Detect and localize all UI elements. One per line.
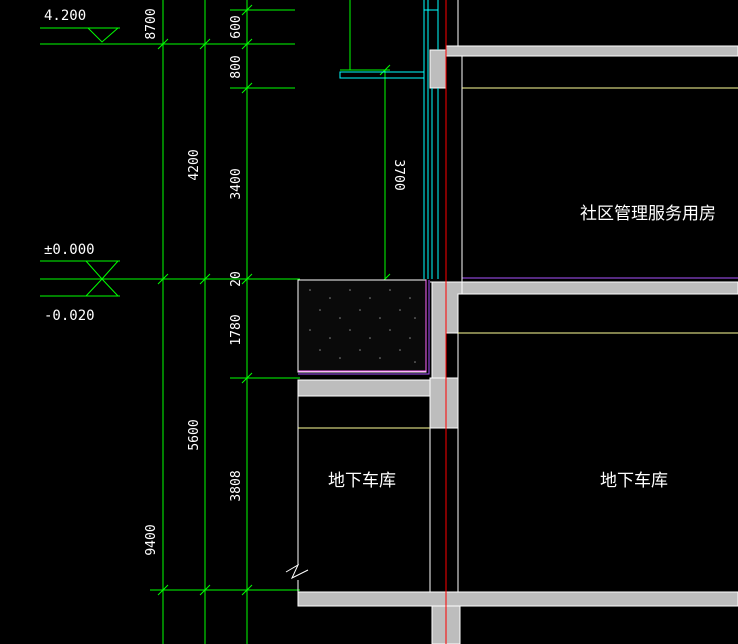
dim-inner-600: 600	[229, 15, 244, 38]
elevation-triangle-icon	[40, 27, 120, 43]
dimension-lines	[40, 0, 391, 644]
dim-inner-3400: 3400	[229, 168, 244, 199]
waterproof-membrane	[298, 277, 738, 375]
ceiling-lines	[298, 87, 738, 429]
dim-inner-800: 800	[229, 55, 244, 78]
elevation-ground-icon	[40, 260, 120, 297]
elevation-exterior-label: -0.020	[44, 308, 95, 324]
elevation-top-label: 4.200	[44, 8, 86, 24]
canopy	[339, 71, 425, 79]
break-line-icon	[285, 563, 309, 580]
backfill-soil	[297, 279, 427, 373]
dim-overall-lower: 9400	[144, 524, 159, 555]
room-label-lower-left: 地下车库	[328, 471, 396, 491]
room-label-lower-right: 地下车库	[600, 471, 668, 491]
dim-inner-1780: 1780	[229, 314, 244, 345]
dim-middle-upper: 4200	[187, 149, 202, 180]
curtain-wall	[423, 0, 439, 279]
dim-canopy: 3700	[391, 159, 406, 190]
dim-overall-upper: 8700	[144, 8, 159, 39]
column-lines	[297, 0, 463, 592]
dim-middle-lower: 5600	[187, 419, 202, 450]
elevation-ground-label: ±0.000	[44, 242, 95, 258]
dim-inner-3808: 3808	[229, 470, 244, 501]
room-label-upper: 社区管理服务用房	[580, 204, 716, 224]
dim-inner-20: 20	[229, 271, 244, 287]
